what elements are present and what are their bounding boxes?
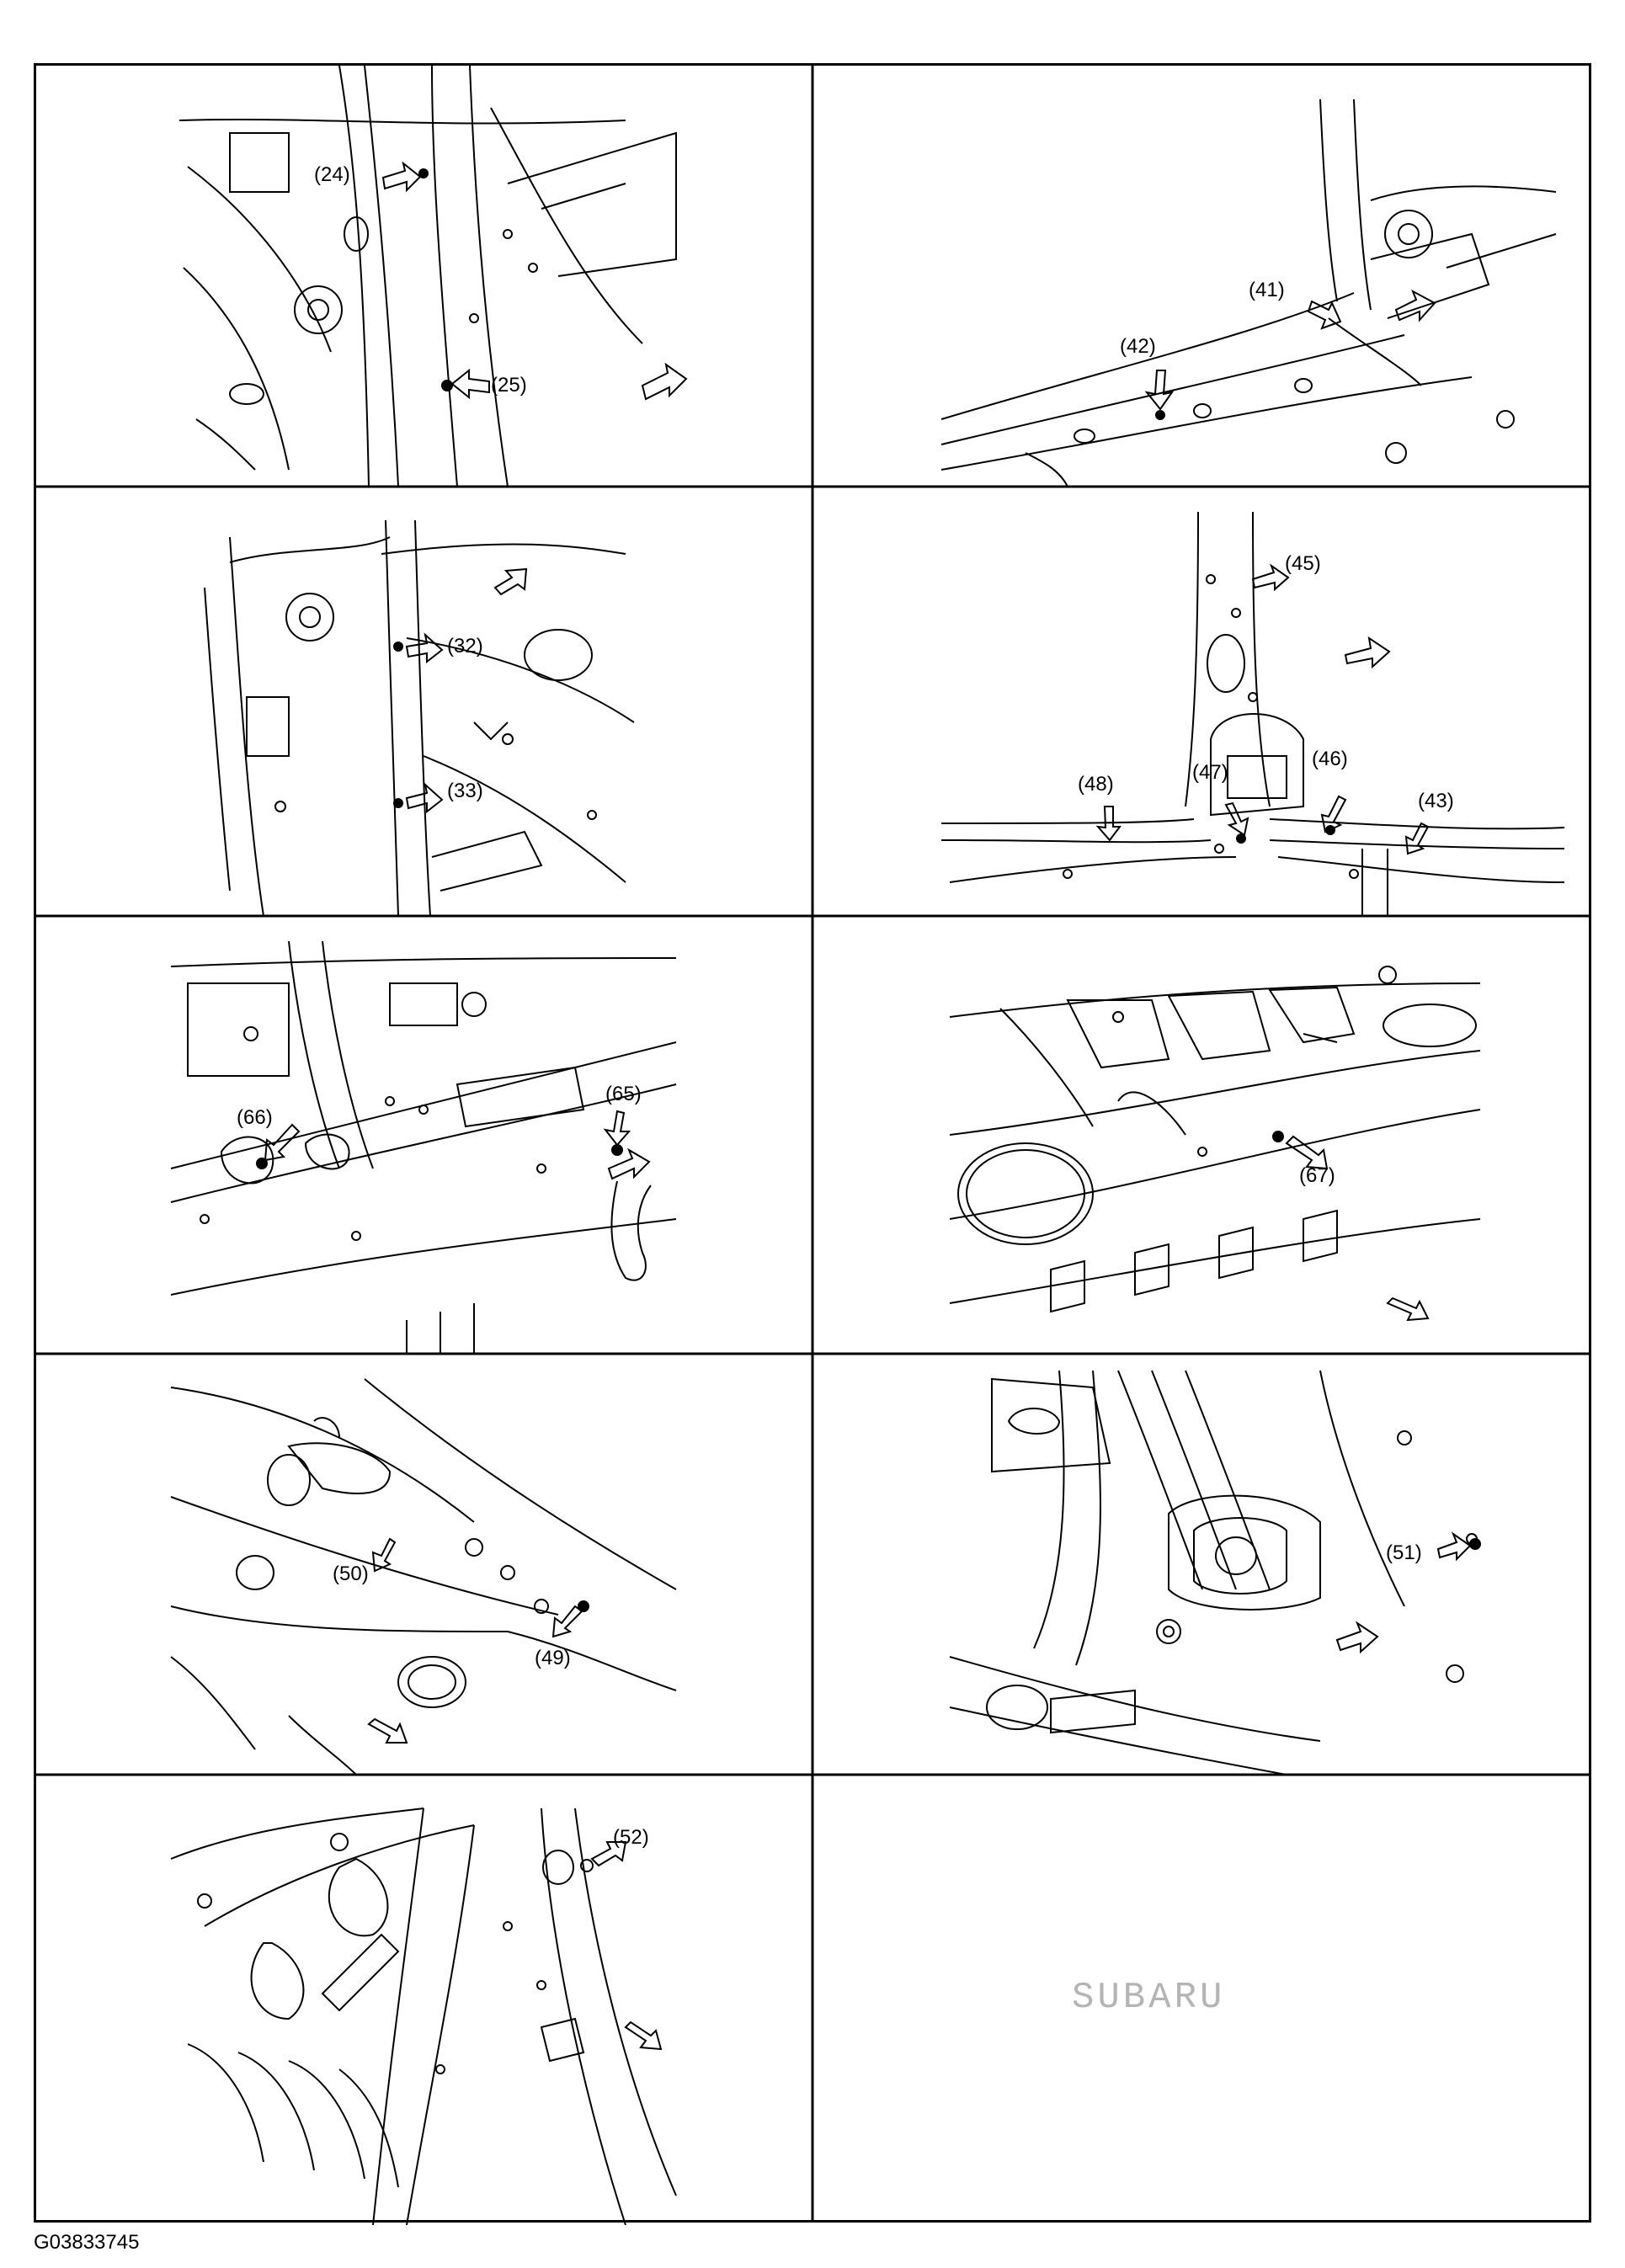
panel-8-drawing xyxy=(949,1370,1481,1775)
grid-lines xyxy=(36,66,1589,2220)
panel-2: (41) (42) xyxy=(815,66,1594,487)
panel-3-drawing xyxy=(204,519,635,916)
diagram-grid: (24) (25) (41) (42) xyxy=(34,63,1594,2225)
panel-5-drawing xyxy=(170,940,677,1354)
panel-10: SUBARU xyxy=(815,1775,1594,2225)
callout-66: (66) xyxy=(237,1106,273,1129)
callout-32: (32) xyxy=(447,635,483,658)
callout-67: (67) xyxy=(1299,1164,1335,1187)
panel-4-drawing xyxy=(940,511,1565,916)
panel-6: (67) xyxy=(815,916,1594,1354)
panel-1-drawing xyxy=(178,66,688,487)
subaru-watermark: SUBARU xyxy=(1072,1977,1226,2019)
panel-3: (32) (33) xyxy=(36,487,815,916)
callout-42: (42) xyxy=(1120,335,1156,358)
callout-65: (65) xyxy=(605,1083,642,1105)
panel-1: (24) (25) xyxy=(36,66,815,487)
callout-41: (41) xyxy=(1249,279,1285,301)
callout-47: (47) xyxy=(1192,761,1228,784)
panel-5: (65) (66) xyxy=(36,916,815,1354)
panel-7: (50) (49) xyxy=(36,1354,815,1775)
callout-51: (51) xyxy=(1386,1541,1422,1564)
callout-46: (46) xyxy=(1312,748,1348,770)
callout-49: (49) xyxy=(535,1647,571,1669)
callout-33: (33) xyxy=(447,780,483,802)
panel-8: (51) xyxy=(815,1354,1594,1775)
panel-2-drawing xyxy=(940,98,1557,487)
panel-4: (45) (48) (47) (46) (43) xyxy=(815,487,1594,916)
panel-7-drawing xyxy=(170,1378,677,1775)
panel-9: (52) xyxy=(36,1775,815,2225)
callout-48: (48) xyxy=(1078,773,1114,796)
callout-45: (45) xyxy=(1285,552,1321,575)
callout-25: (25) xyxy=(491,374,527,397)
figure-code: G03833745 xyxy=(34,2231,140,2254)
panel-9-drawing xyxy=(170,1807,677,2225)
callout-52: (52) xyxy=(613,1826,649,1849)
callout-43: (43) xyxy=(1418,790,1454,812)
callout-50: (50) xyxy=(333,1563,369,1585)
callout-24: (24) xyxy=(314,163,350,186)
panel-6-drawing xyxy=(949,966,1481,1322)
